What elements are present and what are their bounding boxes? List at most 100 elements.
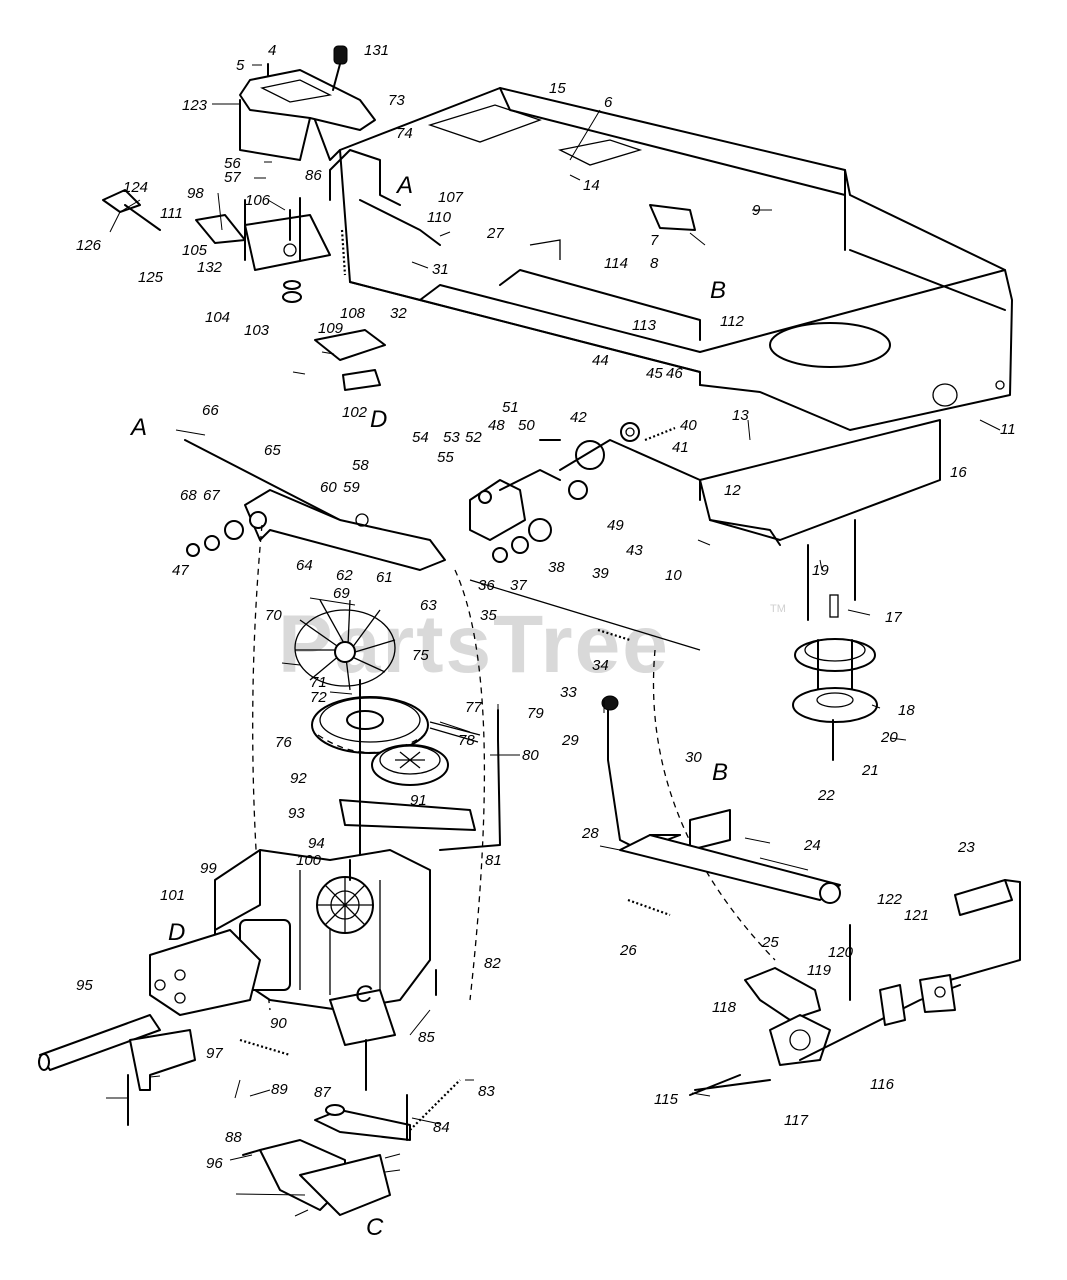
cooling-fan (294, 599, 396, 691)
part-number: 124 (123, 179, 148, 196)
part-number: 125 (138, 269, 164, 286)
part-number: 87 (314, 1084, 331, 1101)
part-number: 4 (268, 42, 276, 59)
part-number: 121 (904, 907, 929, 924)
part-number: 132 (197, 259, 223, 276)
part-number: 55 (437, 449, 454, 466)
part-number: 104 (205, 309, 230, 326)
part-number: 103 (244, 322, 270, 339)
part-number: 33 (560, 684, 577, 701)
part-number: 57 (224, 169, 241, 186)
part-number: 44 (592, 352, 609, 369)
part-number: 14 (583, 177, 600, 194)
part-number: 119 (807, 962, 832, 979)
part-number: 47 (172, 562, 189, 579)
reference-letter-b: B (710, 277, 726, 304)
part-number: 73 (388, 92, 405, 109)
part-number: 120 (828, 944, 854, 961)
part-number: 74 (396, 125, 413, 142)
reference-letter-a: A (129, 414, 147, 441)
part-number: 41 (672, 439, 689, 456)
part-number: 12 (724, 482, 741, 499)
part-number: 46 (666, 365, 683, 382)
part-number: 54 (412, 429, 429, 446)
transaxle (38, 849, 431, 1091)
part-number: 67 (203, 487, 220, 504)
part-number: 115 (654, 1091, 679, 1108)
part-number: 18 (898, 702, 915, 719)
part-number: 11 (1000, 421, 1016, 438)
part-number: 15 (549, 80, 566, 97)
control-brackets (102, 189, 441, 391)
spindle-pulley (699, 419, 941, 761)
part-number: 43 (626, 542, 643, 559)
part-number: 113 (632, 317, 657, 334)
part-number: 71 (310, 674, 327, 691)
part-number: 93 (288, 805, 305, 822)
part-number: 29 (561, 732, 579, 749)
reference-letter-c: C (366, 1214, 384, 1241)
part-number: 88 (225, 1129, 242, 1146)
part-number: 50 (518, 417, 535, 434)
part-number: 28 (581, 825, 599, 842)
part-number: 37 (510, 577, 527, 594)
part-number: 82 (484, 955, 501, 972)
part-number: 70 (265, 607, 282, 624)
part-number: 8 (650, 255, 659, 272)
part-number: 32 (390, 305, 407, 322)
part-number: 13 (732, 407, 749, 424)
part-number: 59 (343, 479, 360, 496)
watermark-trademark: TM (770, 603, 786, 615)
frame-assembly (339, 87, 1013, 431)
part-number: 35 (480, 607, 497, 624)
part-number: 77 (465, 699, 482, 716)
part-number: 86 (305, 167, 322, 184)
part-number: 78 (458, 732, 475, 749)
part-number: 69 (333, 585, 350, 602)
part-number: 22 (817, 787, 835, 804)
part-number: 83 (478, 1083, 495, 1100)
part-number: 65 (264, 442, 281, 459)
part-number: 39 (592, 565, 609, 582)
part-number: 90 (270, 1015, 287, 1032)
part-number: 72 (310, 689, 327, 706)
part-number: 84 (433, 1119, 450, 1136)
part-number: 107 (438, 189, 464, 206)
part-number: 108 (340, 305, 366, 322)
part-number: 23 (957, 839, 975, 856)
part-number: 27 (486, 225, 504, 242)
part-number: 106 (245, 192, 271, 209)
reference-letters: A A B B C C D D (129, 172, 728, 1241)
watermark-text: PartsTree (278, 599, 670, 690)
part-number: 131 (364, 42, 389, 59)
lower-linkages (127, 969, 461, 1216)
part-number: 91 (410, 792, 427, 809)
part-number: 61 (376, 569, 393, 586)
part-number: 56 (224, 155, 241, 172)
part-number: 117 (784, 1112, 809, 1129)
part-number: 76 (275, 734, 292, 751)
part-number: 114 (604, 255, 628, 272)
part-number: 5 (236, 57, 245, 74)
part-number: 48 (488, 417, 505, 434)
part-number: 25 (761, 934, 779, 951)
part-number: 101 (160, 887, 185, 904)
clutch-lever-assembly (184, 422, 701, 651)
part-number: 58 (352, 457, 369, 474)
leader-lines (106, 64, 1001, 1217)
part-number: 95 (76, 977, 93, 994)
part-number: 96 (206, 1155, 223, 1172)
part-number: 100 (296, 852, 322, 869)
part-number: 6 (604, 94, 613, 111)
part-number: 10 (665, 567, 682, 584)
part-number: 75 (412, 647, 429, 664)
part-number: 34 (592, 657, 609, 674)
part-number: 20 (880, 729, 898, 746)
part-number: 21 (861, 762, 879, 779)
part-number: 97 (206, 1045, 223, 1062)
part-number: 52 (465, 429, 482, 446)
part-number: 105 (182, 242, 208, 259)
part-number: 53 (443, 429, 460, 446)
reference-letter-d: D (168, 919, 185, 946)
part-number: 66 (202, 402, 219, 419)
